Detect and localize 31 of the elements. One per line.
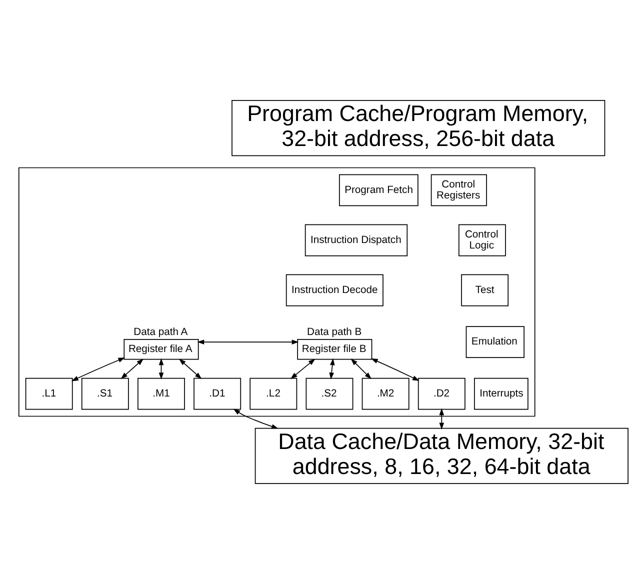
node-box: Interrupts: [474, 378, 528, 410]
node-box: .M1: [138, 378, 185, 410]
node-box: Program Fetch: [338, 174, 418, 206]
node-box: Instruction Dispatch: [304, 224, 408, 256]
node-box: Control Registers: [430, 174, 487, 206]
arrow: [233, 408, 278, 429]
node-box: Test: [461, 274, 509, 306]
node-box: .D2: [418, 378, 466, 410]
arrow: [439, 408, 444, 430]
arrow: [71, 357, 126, 382]
arrow: [290, 358, 316, 380]
node-box: .M2: [362, 378, 410, 410]
arrow: [120, 358, 144, 380]
node-box: .D1: [194, 378, 242, 410]
node-label: Data path B: [307, 326, 362, 338]
node-box: .S1: [81, 378, 129, 410]
node-box: .S2: [306, 378, 354, 410]
node-box: .L1: [25, 378, 73, 410]
node-box: Instruction Decode: [286, 274, 384, 306]
node-box: Data Cache/Data Memory, 32-bit address, 8, 16, 32, 64-bit data: [254, 428, 628, 484]
arrow: [370, 358, 420, 381]
arrow: [197, 340, 299, 344]
node-label: Data path A: [134, 326, 188, 338]
node-box: Control Logic: [458, 224, 506, 256]
node-box: Register file B: [297, 339, 372, 360]
node-box: Register file A: [124, 339, 199, 360]
node-box: Emulation: [466, 326, 524, 358]
arrow: [350, 358, 372, 380]
node-box: Program Cache/Program Memory, 32-bit address, 256-bit data: [232, 100, 606, 156]
arrow: [178, 358, 202, 380]
node-box: .L2: [250, 378, 298, 410]
